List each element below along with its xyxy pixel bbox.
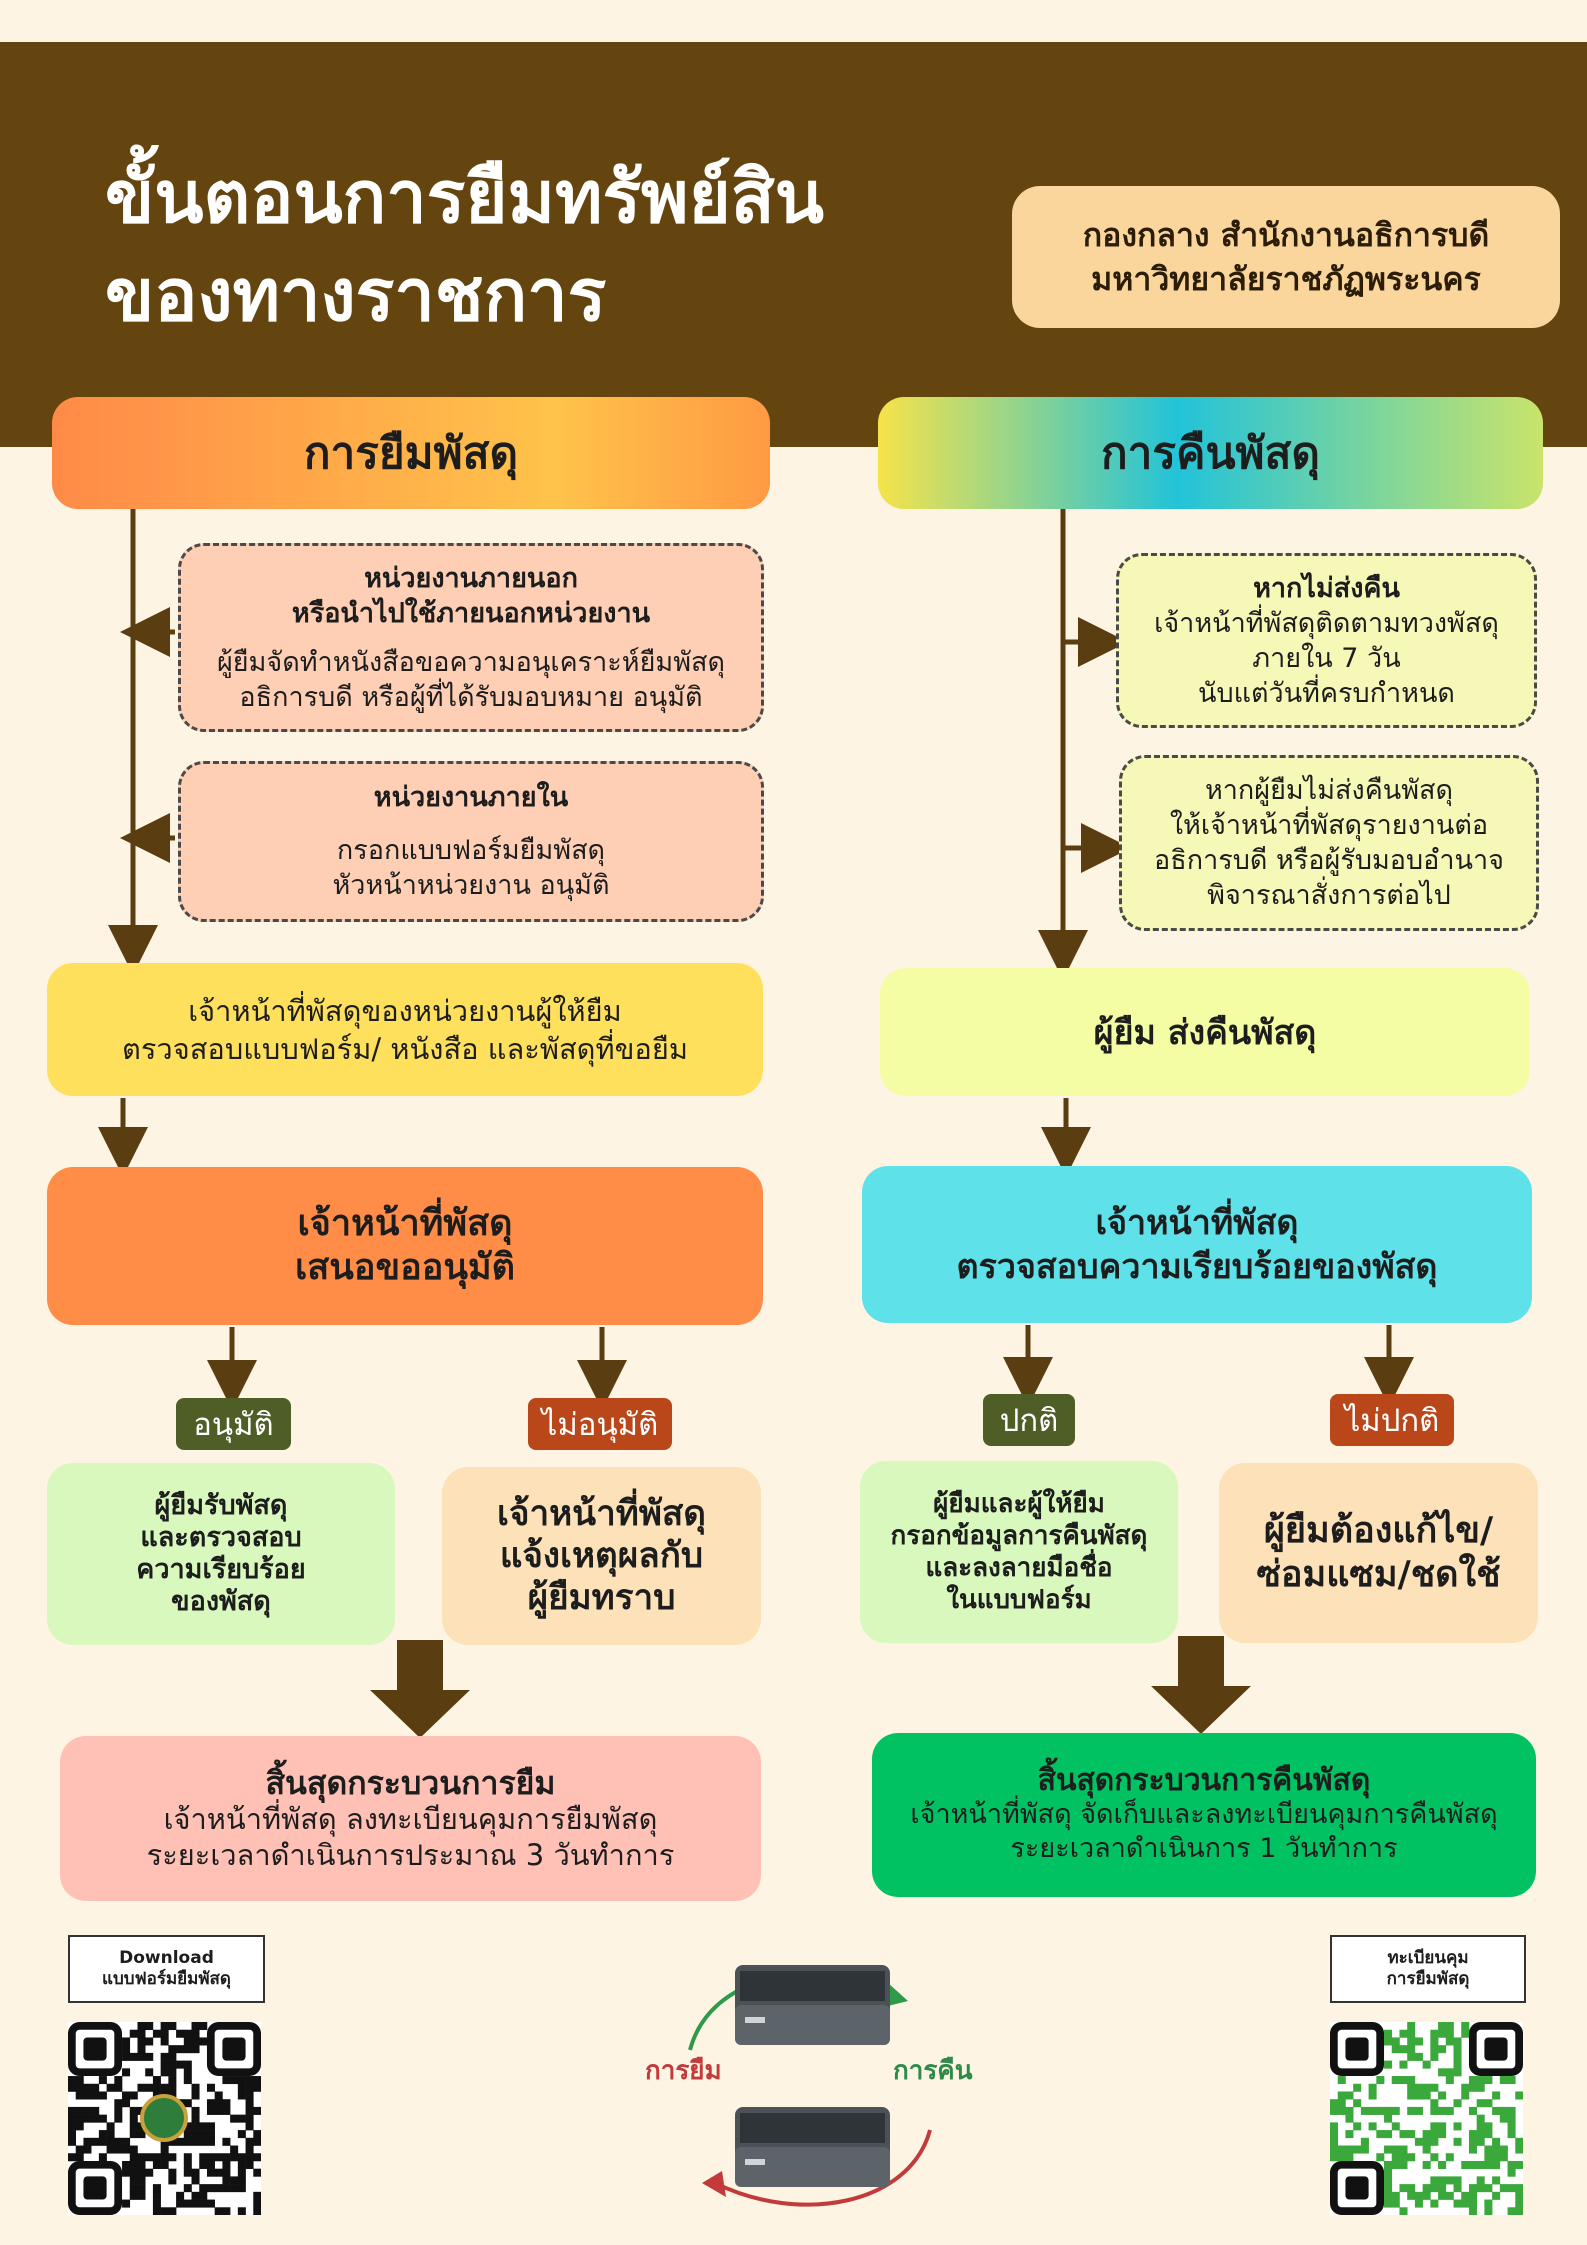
normal-result-line-3: และลงลายมือชื่อ [925,1553,1113,1583]
abnormal-tag: ไม่ปกติ [1330,1394,1454,1446]
borrow-end-title: สิ้นสุดกระบวนการยืม [265,1763,556,1802]
register-qr-code-icon[interactable] [1330,2022,1523,2215]
officer-inspect-line-1: เจ้าหน้าที่พัสดุ [1095,1202,1299,1243]
borrower-returns-box: ผู้ยืม ส่งคืนพัสดุ [880,968,1530,1096]
internal-title: หน่วยงานภายใน [373,782,569,813]
not-approve-result-line-2: แจ้งเหตุผลกับ [499,1536,704,1576]
officer-propose-box: เจ้าหน้าที่พัสดุ เสนอขออนุมัติ [47,1167,763,1325]
return-column-header: การคืนพัสดุ [878,397,1543,509]
title-line-2: ของทางราชการ [105,253,607,337]
download-form-label: Download แบบฟอร์มยืมพัสดุ [68,1935,265,2003]
title-line-1: ขั้นตอนการยืมทรัพย์สิน [105,155,824,239]
page-title: ขั้นตอนการยืมทรัพย์สิน ของทางราชการ [105,148,1005,344]
printer-bottom-icon [735,2107,890,2187]
borrow-column-header: การยืมพัสดุ [52,397,770,509]
officer-propose-line-1: เจ้าหน้าที่พัสดุ [297,1203,513,1244]
organization-badge: กองกลาง สำนักงานอธิการบดี มหาวิทยาลัยราช… [1012,186,1560,328]
register-label: ทะเบียนคุม การยืมพัสดุ [1330,1935,1526,2003]
officer-propose-line-2: เสนอขออนุมัติ [294,1247,516,1288]
internal-line-1: กรอกแบบฟอร์มยืมพัสดุ [336,835,606,866]
external-title-2: หรือนำไปใช้ภายนอกหน่วยงาน [291,597,651,629]
not-returned-followup-box: หากไม่ส่งคืน เจ้าหน้าที่พัสดุติดตามทวงพั… [1116,553,1537,728]
internal-line-2: หัวหน้าหน่วยงาน อนุมัติ [332,870,610,901]
not-returned-1-line-3: นับแต่วันที่ครบกำหนด [1198,677,1455,709]
abnormal-result-line-1: ผู้ยืมต้องแก้ไข/ [1263,1510,1494,1551]
not-returned-2-line-2: ให้เจ้าหน้าที่พัสดุรายงานต่อ [1169,810,1489,841]
external-line-2: อธิการบดี หรือผู้ที่ได้รับมอบหมาย อนุมัต… [239,681,703,713]
approve-result-line-4: ของพัสดุ [171,1586,271,1617]
approve-result-box: ผู้ยืมรับพัสดุ และตรวจสอบ ความเรียบร้อย … [47,1463,395,1645]
internal-unit-box: หน่วยงานภายใน กรอกแบบฟอร์มยืมพัสดุ หัวหน… [178,761,764,922]
approve-tag: อนุมัติ [176,1398,291,1450]
abnormal-result-line-2: ซ่อมแซม/ชดใช้ [1256,1554,1501,1595]
not-returned-2-line-4: พิจารณาสั่งการต่อไป [1207,880,1451,911]
not-returned-2-line-1: หากผู้ยืมไม่ส่งคืนพัสดุ [1204,775,1454,806]
external-unit-box: หน่วยงานภายนอก หรือนำไปใช้ภายนอกหน่วยงาน… [178,543,764,732]
borrow-heading: การยืมพัสดุ [303,428,519,479]
officer-inspect-line-2: ตรวจสอบความเรียบร้อยของพัสดุ [956,1246,1438,1287]
not-approve-result-box: เจ้าหน้าที่พัสดุ แจ้งเหตุผลกับ ผู้ยืมทรา… [442,1467,761,1645]
normal-result-line-4: ในแบบฟอร์ม [946,1585,1092,1615]
not-returned-1-line-2: ภายใน 7 วัน [1252,642,1401,674]
officer-check-line-1: เจ้าหน้าที่พัสดุของหน่วยงานผู้ให้ยืม [188,993,622,1028]
borrow-end-block-arrow [370,1640,470,1738]
officer-check-line-2: ตรวจสอบแบบฟอร์ม/ หนังสือ และพัสดุที่ขอยื… [122,1031,688,1066]
officer-inspect-box: เจ้าหน้าที่พัสดุ ตรวจสอบความเรียบร้อยของ… [862,1166,1532,1323]
cycle-borrow-label: การยืม [645,2056,722,2086]
borrow-return-cycle-illustration [688,1965,932,2207]
not-approve-result-line-3: ผู้ยืมทราบ [527,1578,676,1618]
not-returned-2-line-3: อธิการบดี หรือผู้รับมอบอำนาจ [1154,845,1504,876]
borrow-end-line-2: ระยะเวลาดำเนินการประมาณ 3 วันทำการ [146,1837,675,1872]
normal-result-line-2: กรอกข้อมูลการคืนพัสดุ [890,1521,1148,1551]
download-qr-code-icon[interactable] [68,2022,261,2215]
approve-result-line-1: ผู้ยืมรับพัสดุ [154,1490,288,1521]
return-end-line-1: เจ้าหน้าที่พัสดุ จัดเก็บและลงทะเบียนคุมก… [910,1799,1498,1830]
normal-tag: ปกติ [983,1394,1075,1446]
cycle-red-arc [714,2129,932,2207]
return-end-title: สิ้นสุดกระบวนการคืนพัสดุ [1037,1763,1371,1798]
normal-result-box: ผู้ยืมและผู้ให้ยืม กรอกข้อมูลการคืนพัสดุ… [860,1461,1178,1643]
external-title-1: หน่วยงานภายนอก [364,562,578,594]
download-label-line-1: Download [119,1948,214,1968]
download-label-line-2: แบบฟอร์มยืมพัสดุ [102,1969,231,1989]
not-approve-result-line-1: เจ้าหน้าที่พัสดุ [496,1494,706,1534]
approve-result-line-3: ความเรียบร้อย [136,1554,306,1585]
not-returned-report-box: หากผู้ยืมไม่ส่งคืนพัสดุ ให้เจ้าหน้าที่พั… [1119,755,1539,931]
university-seal-icon [140,2094,188,2142]
normal-result-line-1: ผู้ยืมและผู้ให้ยืม [933,1489,1105,1519]
external-line-1: ผู้ยืมจัดทำหนังสือขอความอนุเคราะห์ยืมพัส… [216,646,726,678]
approve-result-line-2: และตรวจสอบ [140,1522,302,1553]
org-line-1: กองกลาง สำนักงานอธิการบดี [1082,216,1490,254]
abnormal-result-box: ผู้ยืมต้องแก้ไข/ ซ่อมแซม/ชดใช้ [1219,1463,1538,1643]
borrow-end-line-1: เจ้าหน้าที่พัสดุ ลงทะเบียนคุมการยืมพัสดุ [163,1801,658,1836]
org-line-2: มหาวิทยาลัยราชภัฏพระนคร [1091,260,1481,298]
register-label-line-2: การยืมพัสดุ [1386,1969,1470,1989]
return-end-box: สิ้นสุดกระบวนการคืนพัสดุ เจ้าหน้าที่พัสด… [872,1733,1536,1897]
not-returned-1-line-1: เจ้าหน้าที่พัสดุติดตามทวงพัสดุ [1154,607,1499,639]
cycle-return-label: การคืน [893,2056,973,2086]
return-end-block-arrow [1151,1636,1251,1734]
not-returned-1-title: หากไม่ส่งคืน [1253,572,1400,604]
return-heading: การคืนพัสดุ [1101,428,1320,479]
return-end-line-2: ระยะเวลาดำเนินการ 1 วันทำการ [1010,1833,1398,1864]
cycle-red-arrowhead [702,2171,726,2197]
borrower-returns-text: ผู้ยืม ส่งคืนพัสดุ [1093,1013,1317,1053]
not-approve-tag: ไม่อนุมัติ [528,1398,672,1450]
officer-check-box: เจ้าหน้าที่พัสดุของหน่วยงานผู้ให้ยืม ตรว… [47,963,763,1096]
register-label-line-1: ทะเบียนคุม [1387,1948,1469,1968]
borrow-end-box: สิ้นสุดกระบวนการยืม เจ้าหน้าที่พัสดุ ลงท… [60,1736,761,1901]
printer-top-icon [735,1965,890,2045]
